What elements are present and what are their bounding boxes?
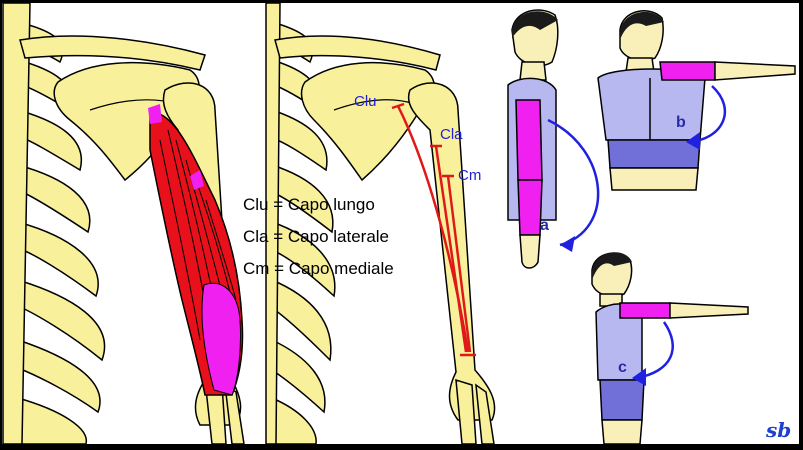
origin-label-lateral-head: Cla [440,127,463,142]
movement-label-c: c [618,360,627,376]
movement-label-b: b [676,115,686,131]
author-signature: sb [766,420,791,440]
legend-line-medial-head: Cm = Capo mediale [243,260,394,277]
movement-label-a: a [540,218,549,234]
origin-label-medial-head: Cm [458,168,481,183]
legend-line-long-head: Clu = Capo lungo [243,196,375,213]
origin-label-long-head: Clu [354,94,377,109]
legend-line-lateral-head: Cla = Capo laterale [243,228,389,245]
